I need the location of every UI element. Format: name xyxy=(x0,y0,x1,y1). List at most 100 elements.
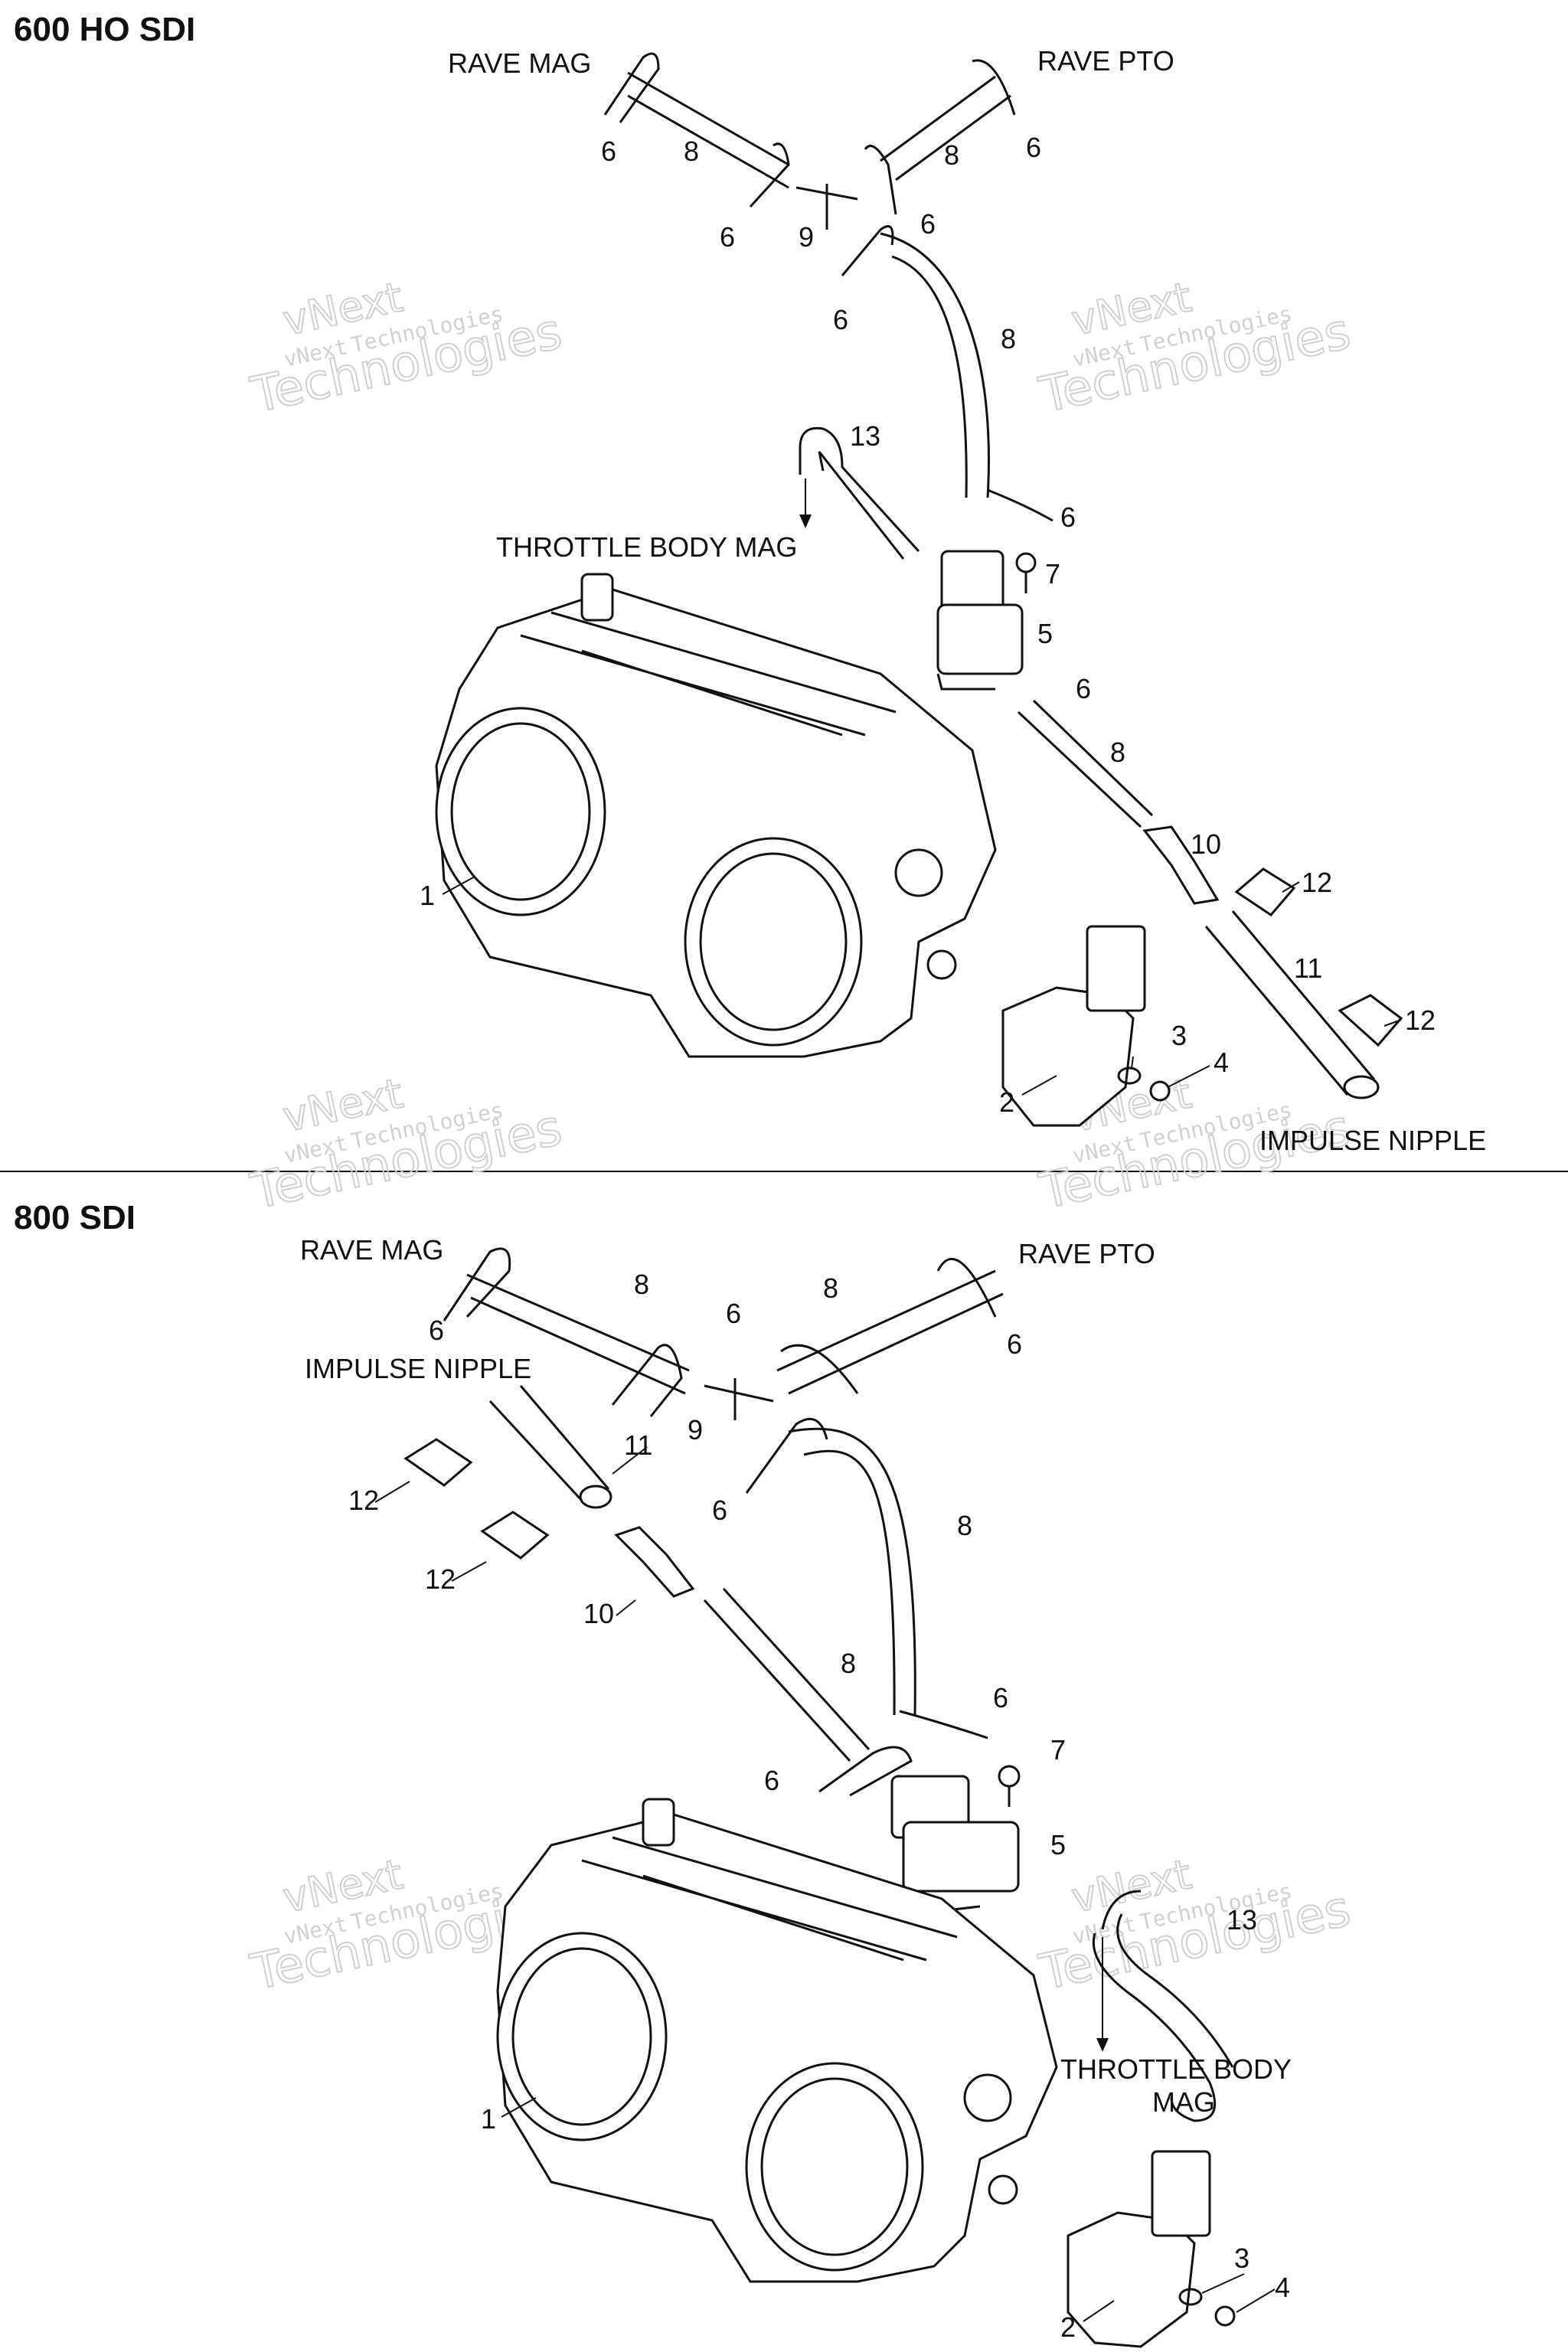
t-fitting xyxy=(795,184,858,230)
callout: 8 xyxy=(634,1269,649,1300)
callout: 2 xyxy=(1060,2311,1076,2343)
callout: 12 xyxy=(1302,867,1332,898)
throttle-body-600 xyxy=(435,573,997,1058)
callout: 5 xyxy=(1050,1829,1066,1860)
label-throttle-body-mag-600: THROTTLE BODY MAG xyxy=(496,531,797,563)
throttle-bore-2 xyxy=(684,837,863,1047)
callout: 8 xyxy=(944,139,959,171)
callout: 9 xyxy=(799,221,814,253)
callout: 2 xyxy=(999,1086,1014,1118)
leader-lines-800 xyxy=(374,1446,1276,2322)
label-throttle-body-800: THROTTLE BODY xyxy=(1060,2053,1292,2085)
callout: 13 xyxy=(1227,1904,1257,1936)
clamp-6d xyxy=(864,145,897,215)
clamp-6f xyxy=(987,488,1054,522)
label-rave-pto-600: RAVE PTO xyxy=(1037,45,1174,77)
leader-lines-600 xyxy=(442,876,1402,1096)
hose-to-solenoid xyxy=(880,232,990,498)
hose-to-restrictor-800 xyxy=(703,1587,871,1762)
throttle-body-800 xyxy=(496,1798,1058,2283)
label-throttle-body-mag-800: MAG xyxy=(1152,2086,1215,2118)
screw-4-800 xyxy=(1214,2305,1236,2327)
hose-impulse-800-end xyxy=(579,1485,612,1509)
callout: 4 xyxy=(1214,1047,1229,1078)
callout: 13 xyxy=(850,420,880,452)
callout: 6 xyxy=(1007,1328,1022,1360)
callout: 6 xyxy=(1076,673,1091,704)
hose-throttle-body-mag xyxy=(799,426,920,560)
callout: 6 xyxy=(993,1682,1008,1713)
callout: 6 xyxy=(712,1494,727,1526)
section-600-drawing xyxy=(435,52,1403,1127)
callout: 11 xyxy=(624,1429,652,1461)
callout: 6 xyxy=(720,221,735,253)
callout: 12 xyxy=(348,1485,379,1516)
arrow-head-13 xyxy=(799,514,812,528)
clamp-6-800f xyxy=(899,1710,988,1740)
callout: 1 xyxy=(481,2103,496,2135)
callout: 3 xyxy=(1171,1020,1187,1051)
hose-rave-mag xyxy=(627,71,789,189)
hose-impulse xyxy=(1204,910,1376,1096)
tps-sensor-800 xyxy=(1067,2211,1196,2348)
label-rave-pto-800: RAVE PTO xyxy=(1018,1238,1155,1269)
watermark-3: vNext vNext Technologies Technologies xyxy=(246,1068,568,1221)
throttle-bore-1 xyxy=(435,707,606,916)
callout: 8 xyxy=(841,1648,856,1679)
throttle-bore-800-1 xyxy=(496,1932,668,2141)
hose-to-restrictor xyxy=(1017,699,1154,828)
clamp-6-800a xyxy=(443,1247,511,1321)
callout: 8 xyxy=(1001,323,1016,354)
solenoid-body-800 xyxy=(902,1821,1020,1893)
clamp-6c xyxy=(972,59,1016,116)
clamp-12-800a xyxy=(403,1438,473,1487)
hose-to-solenoid-800 xyxy=(788,1427,916,1716)
watermark-2: vNext vNext Technologies Technologies xyxy=(1034,272,1357,425)
callout: 3 xyxy=(1234,2243,1250,2274)
callout: 8 xyxy=(1110,737,1125,768)
hose-throttle-body-mag-800 xyxy=(1092,1890,1234,2122)
label-rave-mag-800: RAVE MAG xyxy=(300,1234,443,1266)
watermark-1: vNext vNext Technologies Technologies xyxy=(246,272,568,425)
tps-connector-800 xyxy=(1151,2150,1211,2237)
screw-7 xyxy=(1015,552,1037,573)
arrow-head-13-800 xyxy=(1096,2038,1109,2052)
hose-rave-pto-800 xyxy=(776,1269,1004,1395)
clamp-12-800b xyxy=(480,1511,550,1560)
section-800-drawing xyxy=(403,1247,1236,2348)
callout: 10 xyxy=(1191,828,1221,860)
label-impulse-nipple-800: IMPULSE NIPPLE xyxy=(305,1353,531,1384)
callout: 6 xyxy=(429,1315,444,1346)
washer-3-800 xyxy=(1178,2288,1203,2306)
callout: 12 xyxy=(1405,1004,1436,1036)
hose-impulse-800 xyxy=(488,1385,610,1502)
callouts-800: 8 8 6 6 6 9 11 12 6 8 12 10 8 6 7 6 5 13… xyxy=(348,1269,1290,2343)
clamp-6e xyxy=(841,225,894,276)
watermark-group: vNext vNext Technologies Technologies vN… xyxy=(246,272,1357,2002)
screw-7-800 xyxy=(998,1765,1021,1788)
clamp-6a xyxy=(603,52,660,123)
callout: 6 xyxy=(726,1298,741,1329)
callout: 1 xyxy=(420,880,435,911)
callout: 8 xyxy=(957,1510,972,1541)
label-rave-mag-600: RAVE MAG xyxy=(448,47,591,79)
clamp-6-800b xyxy=(611,1344,683,1417)
clamp-6b xyxy=(749,142,790,208)
callout: 4 xyxy=(1275,2272,1290,2303)
callout: 8 xyxy=(684,136,699,167)
clamp-6-800g xyxy=(818,1746,913,1797)
callout: 12 xyxy=(425,1563,456,1595)
hose-impulse-end xyxy=(1343,1075,1380,1099)
clamp-6-800e xyxy=(745,1417,828,1494)
solenoid-body xyxy=(936,603,1024,675)
clamp-12a xyxy=(1234,867,1296,916)
callout: 6 xyxy=(601,136,616,167)
callout: 11 xyxy=(1294,952,1322,984)
callout: 6 xyxy=(1060,501,1076,533)
clamp-12b xyxy=(1338,994,1403,1047)
callout: 6 xyxy=(1026,132,1041,163)
section-title-600: 600 HO SDI xyxy=(14,11,196,48)
callouts-600: 6 8 8 6 6 9 6 6 8 13 6 7 5 6 8 10 12 11 … xyxy=(420,132,1436,1118)
callout: 6 xyxy=(833,304,848,335)
